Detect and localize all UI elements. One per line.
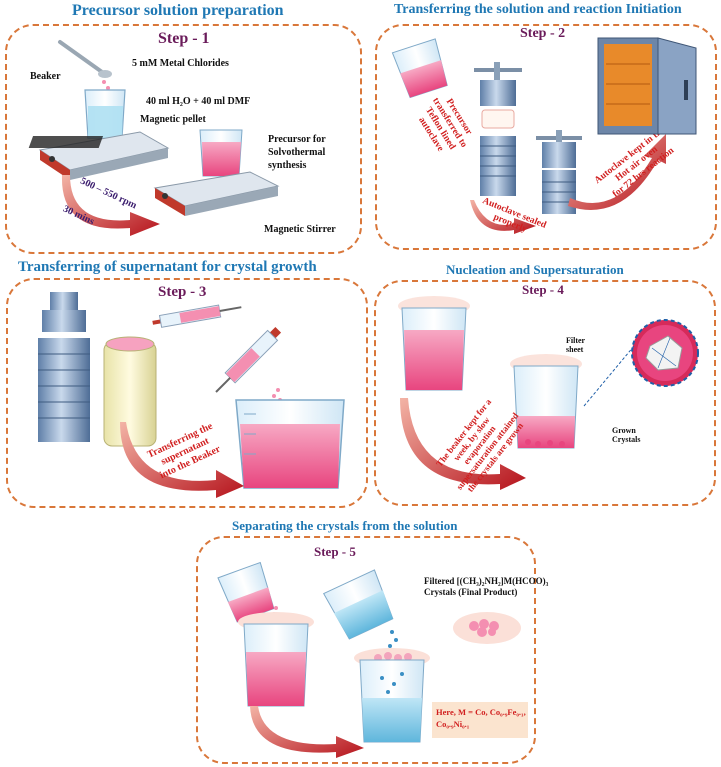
label-chlorides: 5 mM Metal Chlorides: [132, 58, 229, 69]
stirrer-2-illustration: [153, 129, 280, 216]
curved-arrow-2a: [470, 200, 536, 234]
teflon-liner-3: [103, 336, 157, 447]
pouring-beaker-5: [217, 561, 280, 623]
crystal-zoom-icon: [631, 319, 699, 387]
curved-arrow-2b: [568, 134, 666, 210]
label-stirrer: Magnetic Stirrer: [264, 224, 336, 235]
label-filtered-product: Filtered [(CH₃)₂NH₂]M(HCOO)₃ Crystals (F…: [424, 576, 549, 597]
panel3-title: Transferring of supernatant for crystal …: [18, 259, 317, 275]
curved-arrow-4: [400, 398, 526, 490]
zoom-connector: [583, 345, 635, 407]
metal-note-box: [432, 702, 528, 738]
autoclave-sealed: [536, 130, 582, 214]
beaker-5-right: [354, 648, 430, 743]
panel1-step: Step - 1: [158, 30, 210, 47]
label-metal-note: Here, M = Co, Co₀.₉Fe₀.₁, Co₀.₉Ni₀.₁: [436, 707, 526, 729]
syringe-top: [152, 304, 242, 328]
panel1-title: Precursor solution preparation: [72, 2, 284, 19]
panel5-title: Separating the crystals from the solutio…: [232, 518, 458, 533]
panel3-step: Step - 3: [158, 284, 207, 300]
panel2-title: Transferring the solution and reaction I…: [394, 2, 682, 17]
panel4-title: Nucleation and Supersaturation: [446, 262, 624, 277]
syringe-down: [215, 326, 282, 393]
label-solvent: 40 ml H₂O + 40 ml DMF: [146, 96, 251, 107]
stirrer-1-illustration: [28, 40, 170, 180]
beaker-3: [235, 388, 345, 489]
curved-arrow-1: [61, 175, 160, 236]
label-beaker: Beaker: [30, 71, 61, 82]
label-pellet: Magnetic pellet: [140, 114, 206, 125]
oven-icon: [597, 37, 697, 135]
final-crystals-icon: [453, 612, 521, 644]
beaker-5-left: [238, 612, 314, 707]
label-grown-crystals: Grown Crystals: [612, 426, 641, 444]
pouring-beaker-2: [391, 38, 448, 99]
label-precursor: Precursor for Solvothermal synthesis: [268, 134, 326, 171]
panel5-step: Step - 5: [314, 544, 356, 559]
curved-arrow-5: [250, 706, 364, 758]
panel4-step: Step - 4: [522, 282, 564, 297]
pouring-beaker-5b: [322, 569, 398, 648]
autoclave-open: [474, 62, 522, 196]
panel2-step: Step - 2: [520, 26, 566, 41]
beaker-4-right: [510, 354, 582, 449]
beaker-4-left: [398, 296, 470, 391]
label-filter-sheet: Filter sheet: [566, 336, 586, 354]
curved-arrow-3: [120, 422, 244, 498]
autoclave-lid-body-3: [38, 292, 90, 442]
